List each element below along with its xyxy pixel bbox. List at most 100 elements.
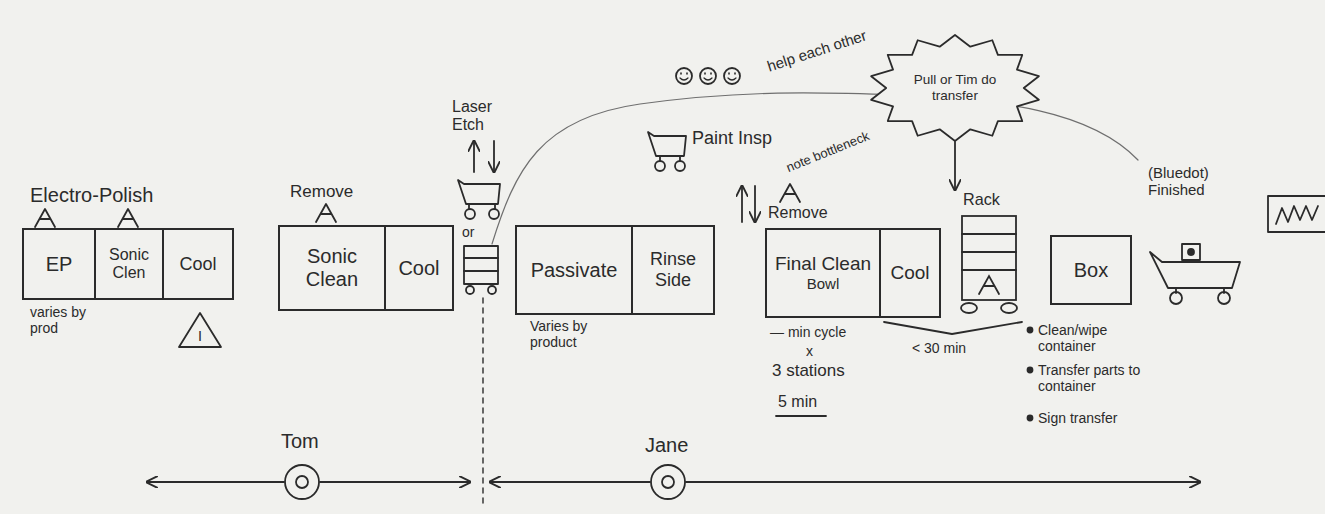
node-text: Rinse Side	[638, 249, 708, 290]
down-arrow	[754, 186, 756, 222]
kaizen-burst: Pull or Tim do transfer	[868, 34, 1042, 142]
node-text: Box	[1074, 259, 1108, 282]
down-arrow	[493, 141, 495, 172]
node-text: I	[198, 328, 202, 345]
rack-icon	[464, 246, 498, 284]
node-text: EP	[46, 253, 73, 276]
cycle-note: — min cycle	[770, 324, 846, 340]
inventory-triangle	[316, 204, 336, 222]
node-text: Cool	[179, 254, 216, 275]
rack-frame	[962, 216, 1016, 300]
triangle-shape	[179, 313, 221, 347]
operator-head	[296, 476, 308, 488]
cart-wheel	[655, 161, 665, 171]
operator-name: Tom	[281, 430, 319, 453]
rack-shelf	[464, 258, 498, 271]
process-box: Cool	[879, 228, 941, 318]
note: varies by prod	[30, 304, 108, 336]
rack-icon	[961, 216, 1017, 313]
up-arrow	[473, 141, 475, 172]
station-label: Laser Etch	[452, 98, 512, 135]
face-eyes	[681, 73, 735, 74]
inventory-triangle	[118, 209, 138, 227]
operator-face	[700, 68, 716, 84]
cart-wheel	[675, 161, 685, 171]
rack-shelf	[962, 269, 1016, 271]
cart-wheel	[1218, 292, 1230, 304]
node-text: Sonic Clen	[101, 246, 157, 283]
bullet-note: Transfer parts to container	[1038, 362, 1163, 394]
bullet-dot	[1028, 416, 1033, 421]
node-text: Passivate	[531, 259, 618, 282]
operator-head	[662, 476, 674, 488]
parts-container	[1182, 244, 1200, 260]
process-box: Sonic Clean	[278, 225, 386, 311]
cycle-note: x	[806, 343, 813, 359]
starburst-shape	[871, 35, 1039, 141]
operator-face	[676, 68, 692, 84]
process-box: Sonic Clen	[94, 228, 164, 300]
time-bracket	[884, 322, 1022, 334]
operator-symbol	[651, 465, 685, 499]
process-box: Cool	[162, 228, 234, 300]
bullet-note: Sign transfer	[1038, 410, 1117, 426]
connector-arrow	[954, 142, 956, 190]
process-box: Cool	[384, 225, 454, 311]
rack-outline	[945, 190, 1030, 320]
rack-shelf	[962, 251, 1016, 253]
up-arrow	[741, 186, 743, 222]
process-box: EP	[22, 228, 96, 300]
operator-face	[724, 68, 740, 84]
process-box: Box	[1050, 235, 1132, 305]
signal-zigzag	[1276, 206, 1318, 224]
rack-wheel	[961, 303, 977, 313]
cycle-time: 5 min	[778, 393, 817, 411]
node-text: Rack	[963, 190, 1000, 209]
cart-icon	[648, 132, 686, 161]
step-heading: Remove	[768, 204, 828, 222]
inventory-triangle	[35, 209, 55, 227]
cart-wheel	[489, 209, 499, 219]
node-text: Cool	[890, 262, 929, 284]
inventory-triangle: I	[178, 312, 222, 348]
bullet-dot	[1028, 368, 1033, 373]
group-heading: Electro-Polish	[30, 184, 153, 207]
face-smile	[680, 78, 736, 80]
inventory-triangle	[780, 184, 800, 202]
travel-arrow	[147, 481, 284, 483]
node-subtext: Bowl	[807, 275, 840, 292]
travel-arrow	[320, 481, 470, 483]
finished-cart	[1150, 252, 1240, 293]
time-note: < 30 min	[912, 340, 966, 356]
operator-symbol	[285, 465, 319, 499]
zone-divider	[482, 298, 483, 508]
rack-wheel	[1001, 303, 1017, 313]
node-text: Final Clean	[775, 253, 871, 275]
rack-shelf	[962, 233, 1016, 235]
blue-dot	[1188, 249, 1194, 255]
cycle-note: 3 stations	[772, 361, 845, 381]
note: note bottleneck	[784, 129, 871, 176]
process-box: Passivate	[515, 225, 633, 315]
underline	[776, 415, 826, 417]
process-box: Final CleanBowl	[765, 228, 881, 318]
operator-name: Jane	[645, 434, 688, 457]
travel-arrow	[686, 481, 1200, 483]
process-box: Rinse Side	[631, 225, 715, 315]
cart-wheel	[1170, 292, 1182, 304]
signal-box	[1268, 196, 1325, 232]
station-label: Paint Insp	[692, 128, 772, 149]
bullet-note: Clean/wipe container	[1038, 322, 1163, 354]
step-heading: Remove	[290, 182, 353, 202]
note: Varies by product	[530, 318, 630, 350]
travel-arrow	[490, 481, 650, 483]
rack-wheel	[488, 286, 496, 294]
bullet-dot	[1028, 328, 1033, 333]
node-text: Sonic Clean	[285, 245, 379, 291]
note: or	[462, 224, 474, 240]
node-text: Pull or Tim do transfer	[905, 72, 1005, 103]
rack-station: Rack	[945, 190, 1030, 320]
station-label: (Bluedot) Finished	[1148, 164, 1238, 199]
